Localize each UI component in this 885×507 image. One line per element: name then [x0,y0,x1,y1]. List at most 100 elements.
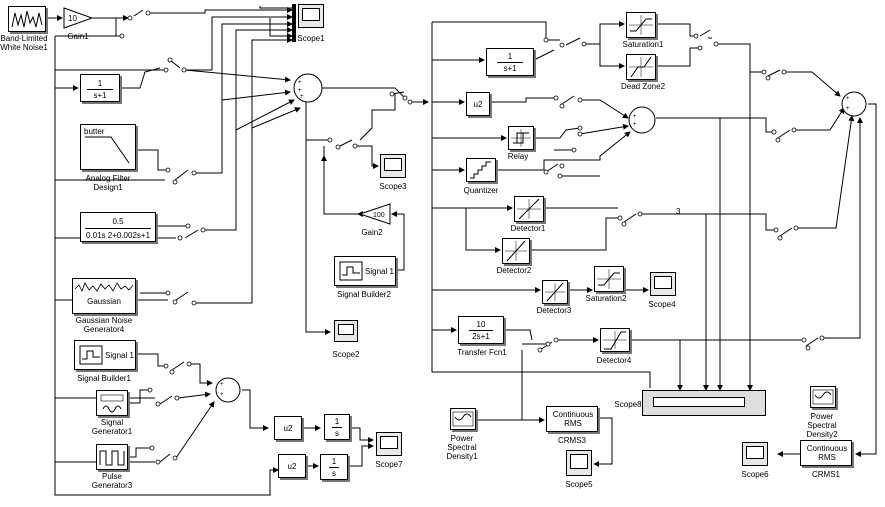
scope5-label: Scope5 [565,480,593,489]
relay-label: Relay [507,152,529,161]
detector-icon [603,331,627,350]
crms1-label: CRMS1 [811,470,841,479]
scope7-block[interactable] [376,432,402,456]
signal-builder2-block[interactable]: Signal 1 [334,256,396,286]
band-limited-label: Band-Limited White Noise1 [0,34,48,52]
filter-response-icon [85,136,130,164]
psd2-block[interactable] [810,386,836,408]
pulse-icon [99,450,125,466]
tf2-block[interactable]: 0.5 0.01s 2+0.002s+1 [80,212,156,242]
saturation1-label: Saturation1 [622,40,664,49]
dead-zone2-block[interactable] [626,54,656,80]
gain2-block[interactable]: 100 [358,203,391,225]
svg-text:+: + [300,94,304,100]
psd1-label: Power Spectral Density1 [446,434,478,461]
relay-icon [511,129,531,147]
relay-block[interactable] [508,126,534,150]
integrator1-block[interactable]: 1 s [324,414,350,440]
crms3-block[interactable]: Continuous RMS [546,406,598,432]
saturation1-block[interactable] [626,12,656,38]
band-limited-white-noise-block[interactable] [8,6,46,32]
gain1-block[interactable]: 10 [63,7,94,29]
svg-text:100: 100 [373,212,385,219]
svg-text:+: + [298,80,302,86]
signal-generator1-label: Signal Generator1 [91,418,133,436]
switch-contacts [119,10,825,465]
scope1-block[interactable] [298,4,324,28]
scope4-block[interactable] [650,272,676,296]
svg-text:+: + [846,96,850,102]
gain1-label: Gain1 [67,32,89,41]
signal-builder-icon [79,345,103,365]
detector1-block[interactable] [514,196,544,222]
detector4-block[interactable] [600,328,630,352]
scope6-block[interactable] [742,442,768,466]
svg-text:+: + [633,114,637,120]
signal-generator1-block[interactable] [96,390,128,416]
detector2-label: Detector2 [496,266,532,275]
quantizer-icon [470,161,491,179]
psd-icon [452,411,474,427]
psd1-block[interactable] [450,408,476,430]
saturation-icon [629,15,653,35]
svg-text:+: + [846,106,850,112]
detector-icon [545,282,565,302]
detector3-block[interactable] [542,280,568,304]
gaussian-noise-block[interactable]: Gaussian [72,278,136,314]
saturation2-label: Saturation2 [585,294,627,303]
transfer-fcn1-block[interactable]: 10 2s+1 [458,316,504,344]
sum-block-lower[interactable]: ++ [215,377,241,403]
transfer-fcn1-label: Transfer Fcn1 [457,348,507,357]
square1-block[interactable]: u2 [274,416,302,440]
svg-text:+: + [220,382,224,388]
signal-builder-icon [339,261,363,281]
square-right-block[interactable]: u2 [466,92,490,116]
scope2-label: Scope2 [332,350,360,359]
svg-text:10: 10 [68,14,77,23]
quantizer-block[interactable] [466,158,496,182]
signal-lines [47,6,877,496]
crms1-block[interactable]: Continuous RMS [800,440,852,466]
svg-text:+: + [298,88,302,94]
gaussian-label: Gaussian Noise Generator4 [75,316,133,334]
detector2-block[interactable] [502,238,530,264]
scope1-mux [292,4,296,42]
scope4-label: Scope4 [648,300,676,309]
sum-block-right[interactable]: ++ [841,91,867,117]
signal-builder1-block[interactable]: Signal 1 [74,340,136,370]
integrator2-block[interactable]: 1 s [320,454,348,480]
scope8-block[interactable] [642,390,766,416]
quantizer-label: Quantizer [463,186,499,195]
detector-icon [505,240,527,262]
square2-block[interactable]: u2 [278,454,306,478]
tf-right-block[interactable]: 1 s+1 [486,48,534,76]
signal-generator-icon [100,394,124,413]
sum-block-mid[interactable]: ++ [628,106,656,134]
analog-filter-block[interactable]: butter [80,124,136,170]
scope2-block[interactable] [334,320,358,342]
pulse-generator3-block[interactable] [96,444,128,470]
scope3-block[interactable] [380,154,406,178]
crms3-label: CRMS3 [557,436,587,445]
analog-filter-label: Analog Filter Design1 [85,174,131,192]
saturation2-block[interactable] [594,266,624,292]
tf-1-s1-block[interactable]: 1 s+1 [80,74,120,102]
scope6-label: Scope6 [741,470,769,479]
pulse-generator3-label: Pulse Generator3 [91,472,133,490]
scope8-label: Scope8 [614,400,642,409]
dead-zone2-label: Dead Zone2 [620,82,666,91]
saturation-icon [597,269,621,289]
gaussian-icon [74,282,134,292]
detector1-label: Detector1 [510,224,546,233]
detector3-label: Detector3 [536,306,572,315]
psd2-label: Power Spectral Density2 [806,412,838,439]
sum-block-main[interactable]: ++ + [293,73,323,103]
scope3-label: Scope3 [379,182,407,191]
scope5-block[interactable] [566,450,592,476]
noise-icon [11,10,43,28]
bus-width-label: 3 [676,207,681,216]
scope1-label: Scope1 [297,34,325,43]
dead-zone-icon [629,56,653,78]
detector-icon [517,198,541,220]
